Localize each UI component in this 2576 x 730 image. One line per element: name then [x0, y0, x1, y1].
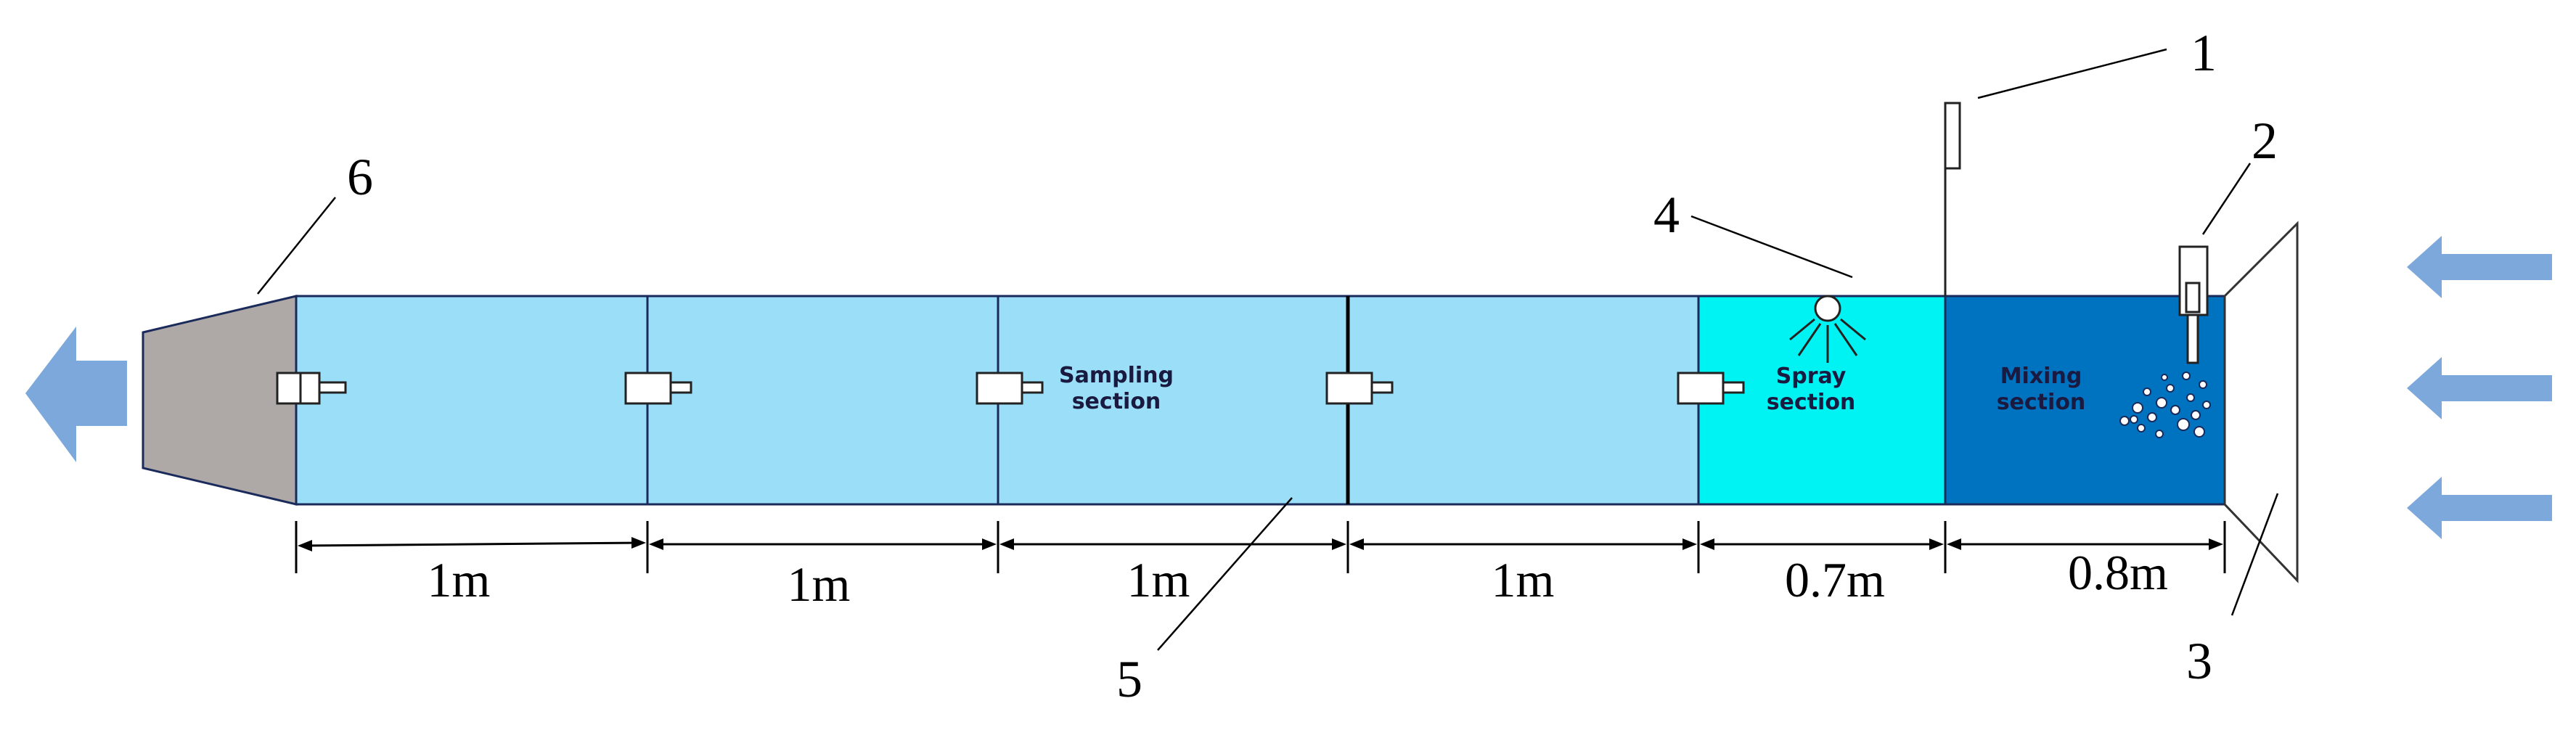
dimension-label: 1m [428, 552, 491, 607]
mixing-label-line2: section [1997, 390, 2086, 415]
sampling-segment-3 [997, 295, 1349, 506]
sampling-probe-icon [976, 372, 1044, 405]
mixing-section [1944, 295, 2226, 506]
sampling-segment-2 [646, 295, 999, 506]
sampling-probe-icon [1677, 372, 1745, 405]
sampling-segment-4 [1346, 295, 1700, 506]
dimension-arrowheads [298, 537, 2223, 551]
dimension-lines [295, 521, 2226, 573]
dimension-label: 1m [1492, 552, 1555, 607]
sensor-probe-icon [1944, 102, 1961, 296]
callout-leaders [257, 48, 2279, 651]
spray-label-line2: section [1767, 390, 1856, 415]
exhaust-cone [142, 295, 298, 506]
mixing-label-line1: Mixing [2000, 364, 2082, 389]
particle-generator-icon [2178, 245, 2209, 364]
callout-1: 1 [2191, 24, 2217, 82]
particles [2119, 372, 2211, 438]
spray-nozzle-icon [1789, 295, 1866, 363]
sampling-segment-1 [295, 295, 649, 506]
callout-5: 5 [1116, 650, 1142, 708]
spray-label-line1: Spray [1776, 364, 1847, 389]
sampling-label-line1: Sampling [1059, 363, 1174, 388]
dimension-label: 1m [1127, 552, 1190, 607]
dimension-label: 1m [788, 557, 851, 612]
callout-2: 2 [2252, 112, 2278, 170]
callout-3: 3 [2186, 632, 2212, 690]
sampling-probe-icon [624, 372, 692, 405]
inlet-arrow-icon [2407, 477, 2552, 539]
callout-6: 6 [347, 148, 373, 206]
inlet-arrow-icon [2407, 236, 2552, 298]
inlet-arrow-icon [2407, 357, 2552, 419]
callout-4: 4 [1653, 186, 1680, 244]
sampling-label-line2: section [1072, 389, 1161, 414]
outlet-arrow-icon [25, 327, 127, 462]
inlet-bell [2223, 221, 2299, 583]
sampling-probe-icon [276, 372, 347, 405]
dimension-label: 0.8m [2068, 545, 2168, 600]
sampling-probe-icon [1325, 372, 1394, 405]
spray-section [1697, 295, 1947, 506]
dimension-label: 0.7m [1785, 552, 1885, 607]
